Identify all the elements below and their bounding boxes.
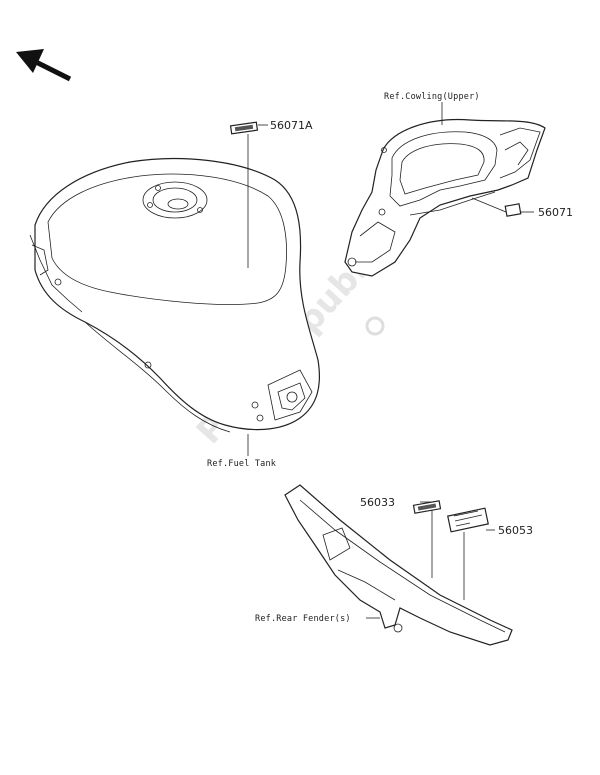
rear-fender-drawing — [284, 484, 513, 646]
part-number-56071A: 56071A — [270, 119, 313, 132]
ref-rear-fender-label: Ref.Rear Fender(s) — [255, 614, 351, 624]
decal-56033 — [412, 500, 442, 514]
fuel-tank-drawing — [29, 157, 321, 433]
ref-fuel-tank-label: Ref.Fuel Tank — [207, 459, 276, 469]
decal-56071 — [504, 203, 522, 217]
decal-56053 — [447, 507, 489, 533]
part-number-56033: 56033 — [360, 496, 395, 509]
part-number-56053: 56053 — [498, 524, 533, 537]
front-direction-arrow-icon — [16, 49, 72, 82]
decal-56071A — [229, 121, 259, 135]
ref-cowling-upper-label: Ref.Cowling(Upper) — [384, 92, 480, 102]
part-number-56071: 56071 — [538, 206, 573, 219]
upper-cowling-drawing — [344, 118, 546, 277]
leader-lines — [247, 102, 534, 619]
